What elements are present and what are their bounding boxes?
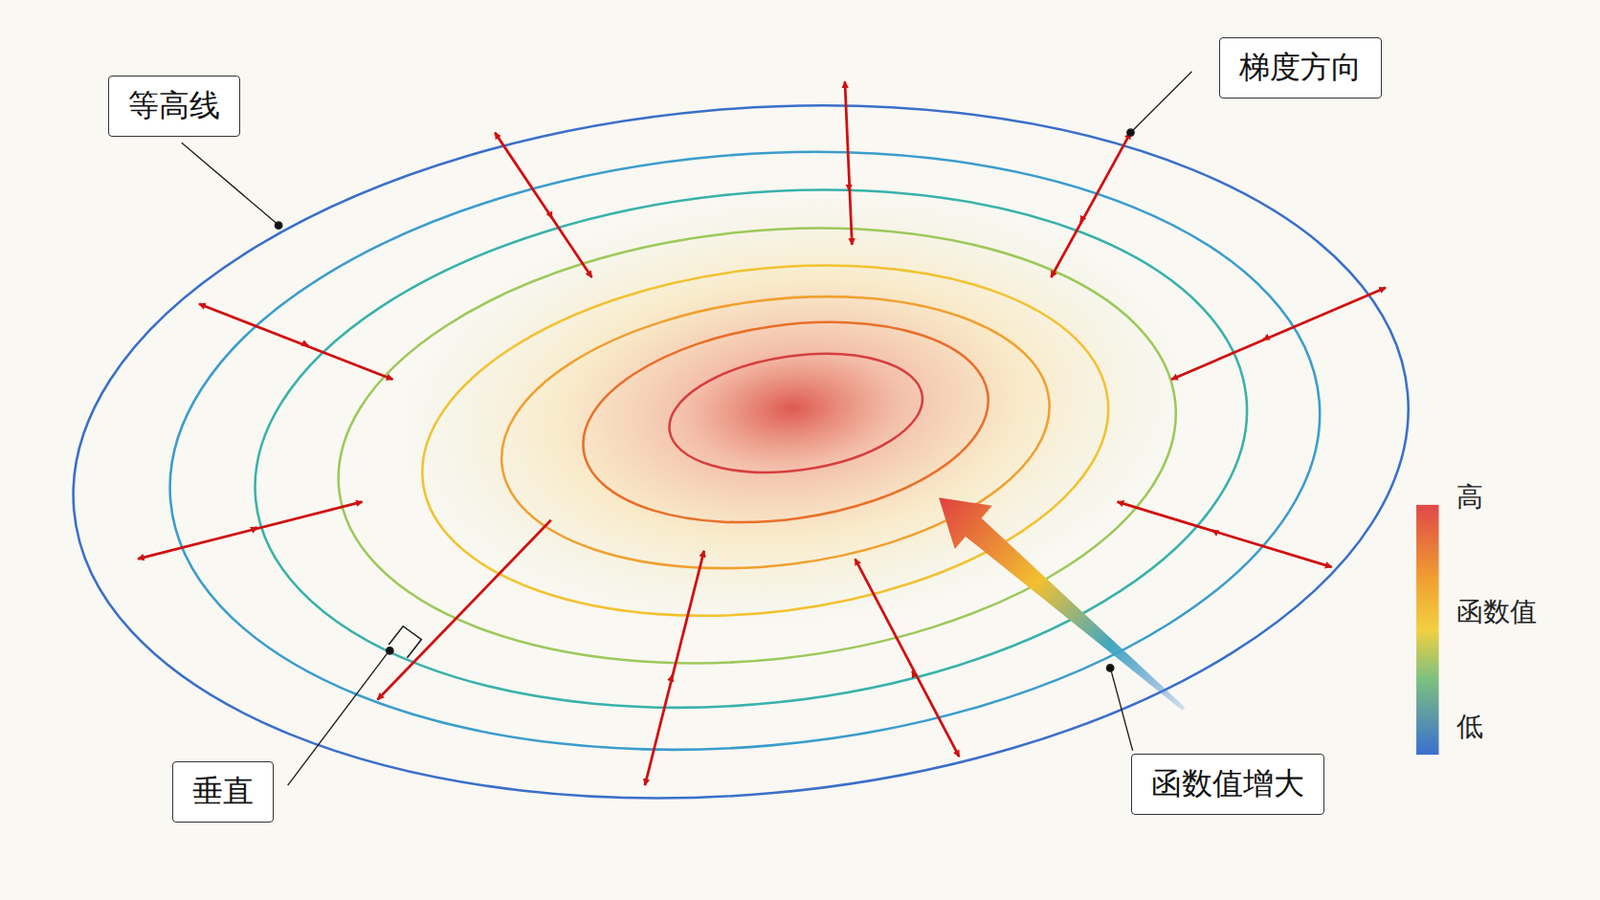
colorbar-label: 函数值 <box>1456 596 1537 629</box>
callout-text: 垂直 <box>192 772 254 813</box>
callout-text: 函数值增大 <box>1151 764 1305 805</box>
callout-text: 梯度方向 <box>1239 47 1362 89</box>
callout-box: 等高线 <box>108 75 241 137</box>
callout-box: 函数值增大 <box>1131 754 1325 816</box>
callout-box: 垂直 <box>172 761 274 823</box>
callout-text: 等高线 <box>128 86 221 127</box>
callout-box: 梯度方向 <box>1219 37 1382 99</box>
colorbar-label: 高 <box>1456 481 1484 514</box>
color-bar <box>1416 505 1439 756</box>
colorbar-label: 低 <box>1456 711 1484 744</box>
